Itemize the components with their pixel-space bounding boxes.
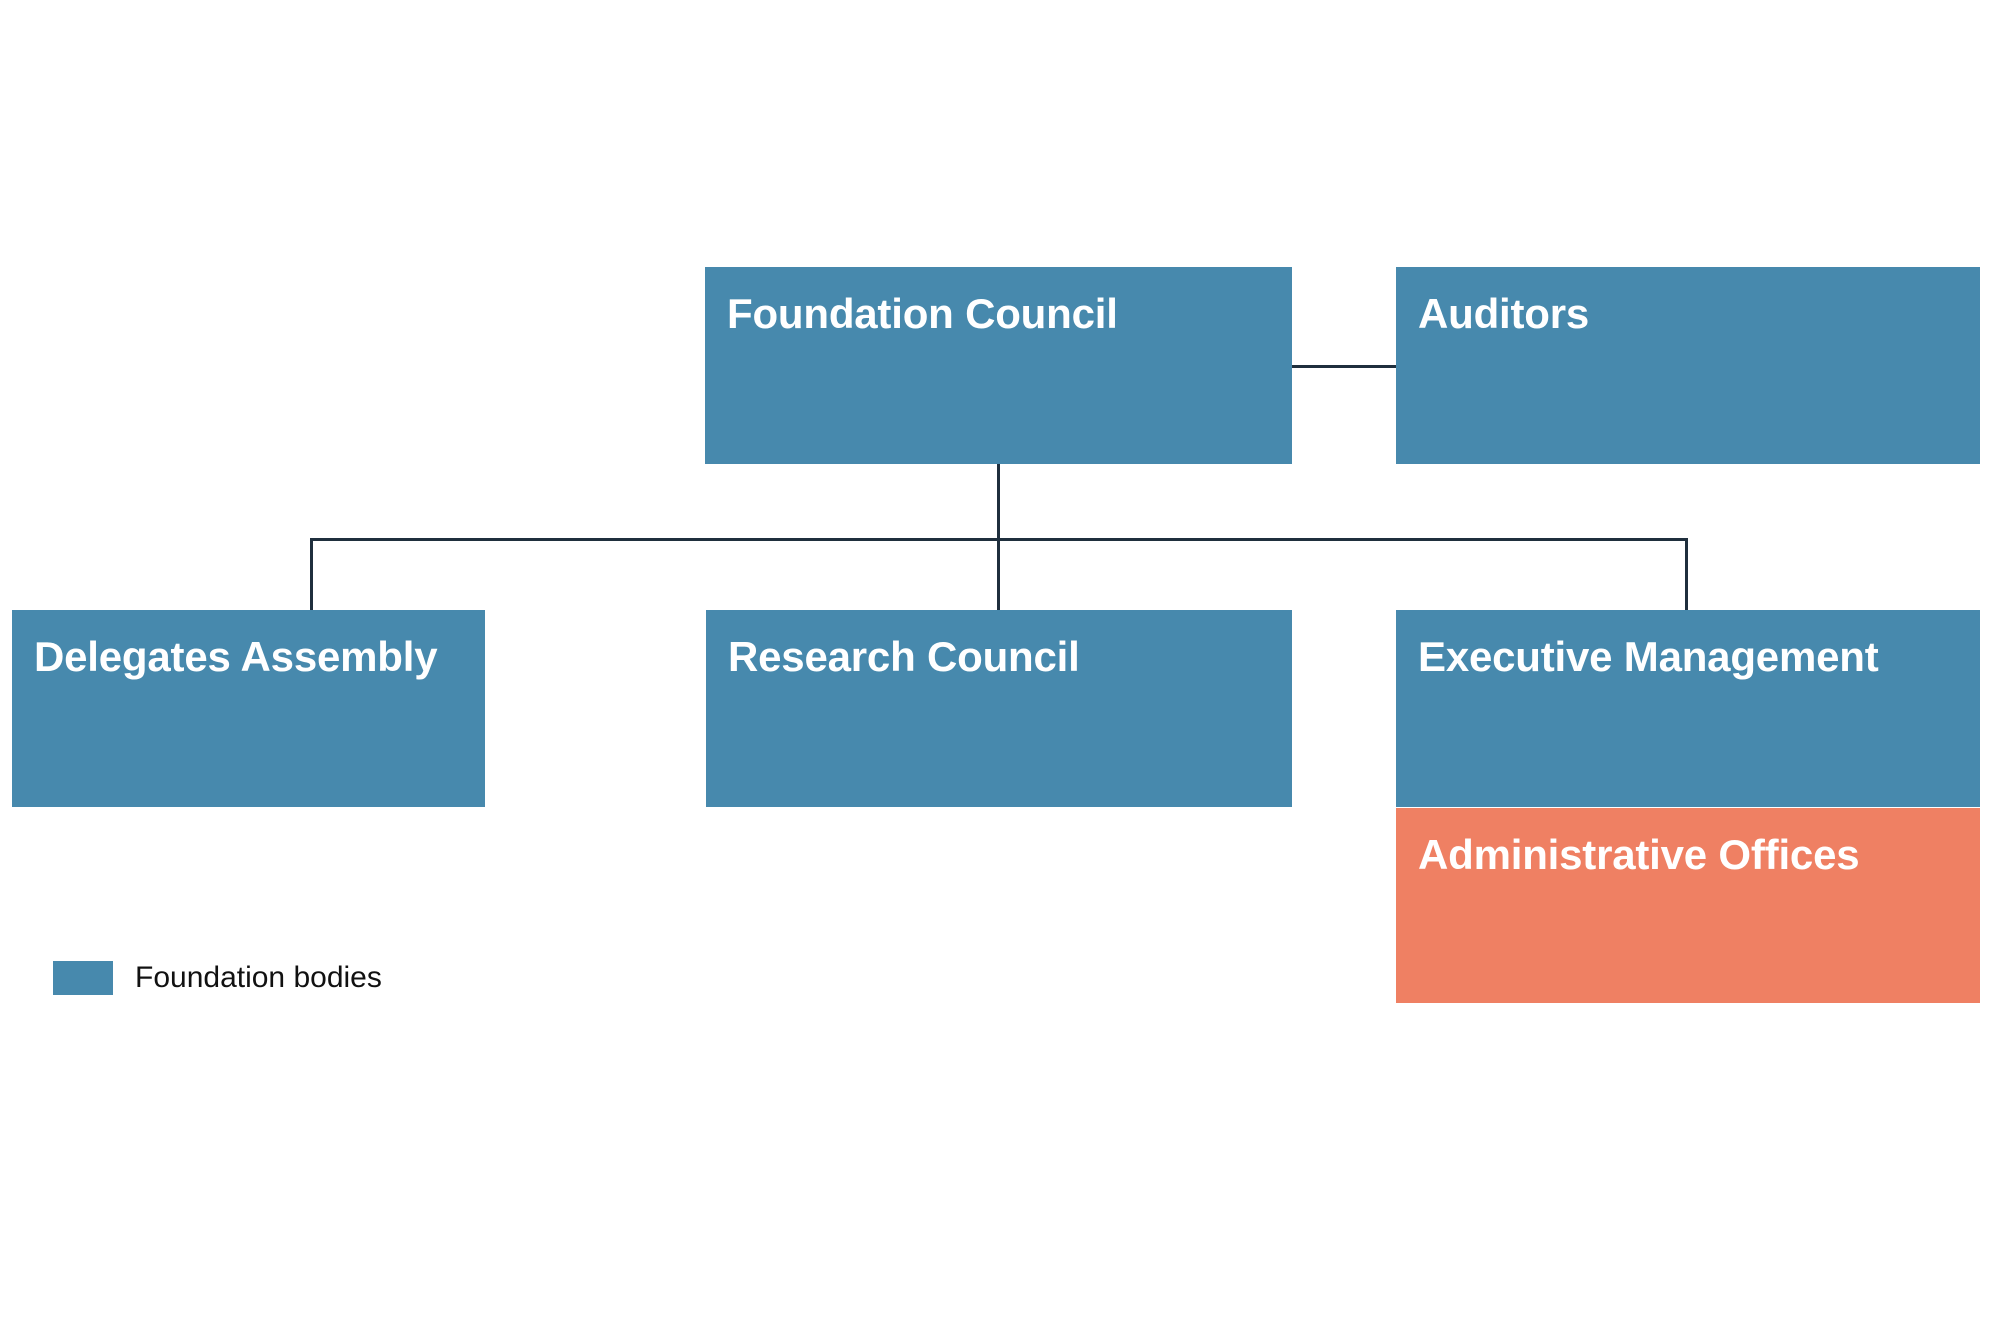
connector-council-down-stem xyxy=(997,464,1000,540)
legend-label-foundation-bodies: Foundation bodies xyxy=(135,961,382,994)
connector-council-to-auditors xyxy=(1292,365,1396,368)
connector-drop-research-council xyxy=(997,538,1000,610)
node-executive-management[interactable]: Executive Management xyxy=(1396,610,1980,807)
connector-drop-executive-management xyxy=(1685,538,1688,610)
node-delegates-assembly[interactable]: Delegates Assembly xyxy=(12,610,485,807)
legend-swatch-foundation-bodies xyxy=(53,961,113,995)
connector-drop-delegates-assembly xyxy=(310,538,313,610)
node-auditors[interactable]: Auditors xyxy=(1396,267,1980,464)
node-research-council[interactable]: Research Council xyxy=(706,610,1292,807)
legend: Foundation bodies xyxy=(53,961,382,995)
node-foundation-council[interactable]: Foundation Council xyxy=(705,267,1292,464)
node-administrative-offices[interactable]: Administrative Offices xyxy=(1396,808,1980,1003)
